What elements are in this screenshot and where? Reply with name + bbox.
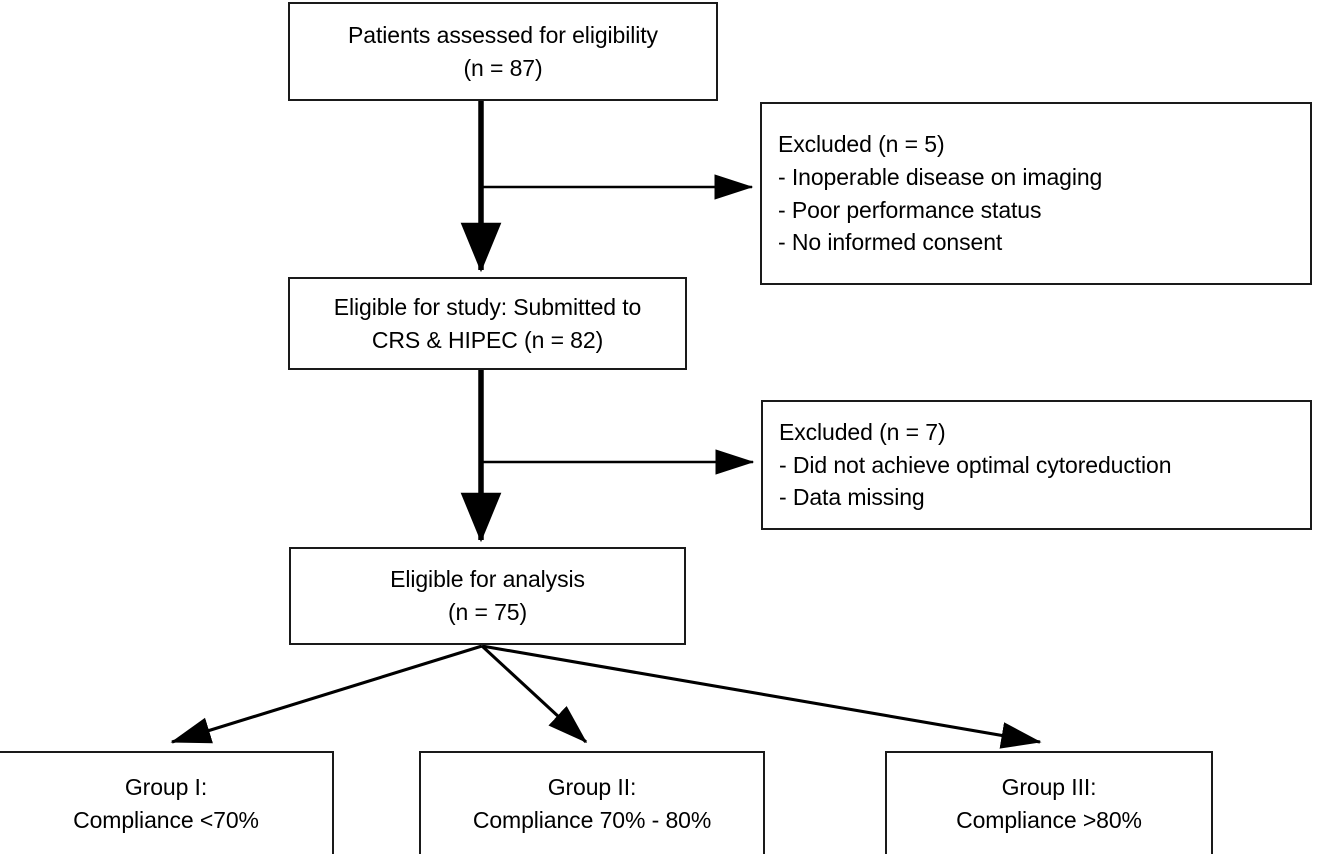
node-excluded-first[interactable]: Excluded (n = 5) - Inoperable disease on… — [760, 102, 1312, 285]
node-assessed-line-1: Patients assessed for eligibility — [348, 21, 658, 48]
node-group-1[interactable]: Group I: Compliance <70% — [0, 751, 334, 854]
node-group-3-title: Group III: — [1001, 773, 1097, 800]
node-eligible-study-line-2: CRS & HIPEC (n = 82) — [371, 326, 604, 353]
node-group-2-title: Group II: — [547, 773, 637, 800]
edge-analysis-to-group-2 — [480, 644, 588, 744]
node-group-2[interactable]: Group II: Compliance 70% - 80% — [419, 751, 765, 854]
node-assessed-count: (n = 87) — [463, 54, 543, 81]
node-excluded-2-reason-1: - Did not achieve optimal cytoreduction — [779, 451, 1172, 478]
edge-analysis-to-group-3 — [481, 644, 1042, 749]
node-group-1-criterion: Compliance <70% — [73, 806, 259, 833]
node-patients-assessed[interactable]: Patients assessed for eligibility (n = 8… — [288, 2, 718, 101]
node-analysis-line-1: Eligible for analysis — [390, 566, 585, 593]
node-group-2-criterion: Compliance 70% - 80% — [472, 806, 712, 833]
node-group-1-title: Group I: — [124, 773, 208, 800]
edge-analysis-to-group-1 — [170, 644, 483, 744]
node-excluded-1-heading: Excluded (n = 5) — [778, 131, 945, 158]
node-eligible-for-study[interactable]: Eligible for study: Submitted to CRS & H… — [288, 277, 687, 370]
node-excluded-2-reason-2: - Data missing — [779, 484, 925, 511]
node-excluded-1-reason-3: - No informed consent — [778, 229, 1003, 256]
node-analysis-count: (n = 75) — [447, 599, 528, 625]
node-excluded-1-reason-2: - Poor performance status — [778, 196, 1042, 223]
node-eligible-for-analysis[interactable]: Eligible for analysis (n = 75) — [289, 547, 686, 645]
node-eligible-study-line-1: Eligible for study: Submitted to — [333, 293, 642, 320]
node-group-3-criterion: Compliance >80% — [956, 806, 1142, 833]
node-excluded-1-reason-1: - Inoperable disease on imaging — [778, 163, 1103, 190]
node-excluded-2-heading: Excluded (n = 7) — [779, 419, 946, 446]
node-excluded-second[interactable]: Excluded (n = 7) - Did not achieve optim… — [761, 400, 1312, 530]
node-group-3[interactable]: Group III: Compliance >80% — [885, 751, 1213, 854]
